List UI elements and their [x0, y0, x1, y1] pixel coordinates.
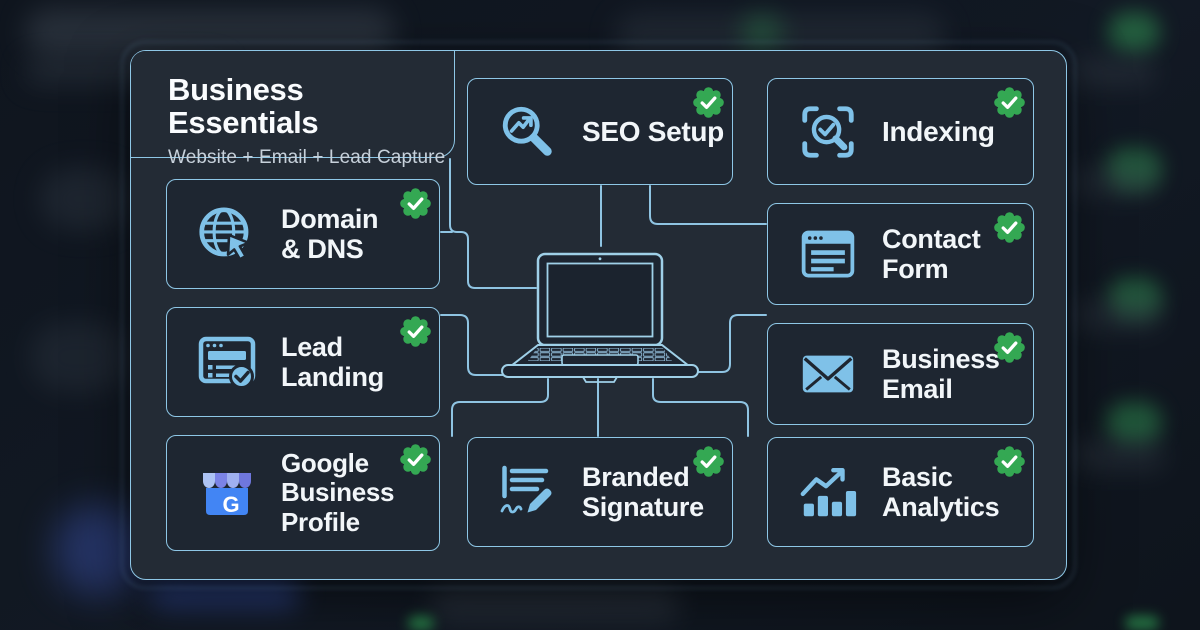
title-panel: Business Essentials Website + Email + Le…: [131, 51, 455, 168]
verified-badge-icon: [994, 87, 1025, 118]
background-blur-blob: [742, 16, 782, 50]
node-domain-dns: Domain & DNS: [166, 179, 440, 289]
google-storefront-icon: G: [181, 461, 273, 525]
background-blur-blob: [1108, 278, 1162, 318]
node-business-email: Business Email: [767, 323, 1034, 425]
verified-badge-icon: [994, 212, 1025, 243]
verified-badge-icon: [994, 446, 1025, 477]
background-blur-blob: [30, 322, 130, 392]
node-contact-form: Contact Form: [767, 203, 1034, 305]
background-blur-blob: [1106, 148, 1162, 190]
background-blur-blob: [1070, 168, 1155, 196]
form-window-icon: [782, 224, 874, 284]
verified-badge-icon: [693, 446, 724, 477]
background-blur-blob: [1108, 12, 1160, 52]
node-label: Basic Analytics: [882, 461, 1000, 523]
node-label: Indexing: [882, 115, 995, 147]
node-indexing: Indexing: [767, 78, 1034, 185]
node-label: Business Email: [882, 343, 1000, 405]
verified-badge-icon: [400, 188, 431, 219]
node-google-business-profile: G Google Business Profile: [166, 435, 440, 551]
background-blur-blob: [40, 168, 130, 230]
node-basic-analytics: Basic Analytics: [767, 437, 1034, 547]
verified-badge-icon: [693, 87, 724, 118]
background-blur-blob: [150, 578, 300, 608]
node-branded-signature: Branded Signature: [467, 437, 733, 547]
background-blur-blob: [25, 8, 395, 56]
seo-search-icon: [482, 101, 574, 163]
node-label: Domain & DNS: [281, 203, 379, 265]
node-label: Google Business Profile: [281, 447, 395, 537]
verified-badge-icon: [400, 444, 431, 475]
envelope-icon: [782, 343, 874, 405]
bar-chart-icon: [782, 461, 874, 523]
signature-pen-icon: [482, 460, 574, 524]
verified-badge-icon: [994, 332, 1025, 363]
node-label: Lead Landing: [281, 331, 384, 393]
globe-cursor-icon: [181, 201, 273, 267]
background-blur-blob: [1125, 616, 1159, 630]
index-scan-icon: [782, 101, 874, 163]
node-lead-landing: Lead Landing: [166, 307, 440, 417]
page-subtitle: Website + Email + Lead Capture: [168, 147, 446, 169]
background-blur-blob: [430, 585, 680, 623]
svg-text:G: G: [222, 492, 239, 517]
background-blur-blob: [1070, 58, 1155, 86]
node-label: Contact Form: [882, 223, 981, 285]
page-title: Business Essentials: [168, 72, 319, 140]
node-label: SEO Setup: [582, 115, 724, 147]
node-label: Branded Signature: [582, 461, 704, 523]
background-blur-blob: [1106, 402, 1162, 444]
background-blur-blob: [1070, 440, 1165, 470]
verified-badge-icon: [400, 316, 431, 347]
background-blur-blob: [408, 616, 434, 630]
node-seo-setup: SEO Setup: [467, 78, 733, 185]
background-blur-blob: [1072, 300, 1162, 330]
landing-page-icon: [181, 330, 273, 394]
